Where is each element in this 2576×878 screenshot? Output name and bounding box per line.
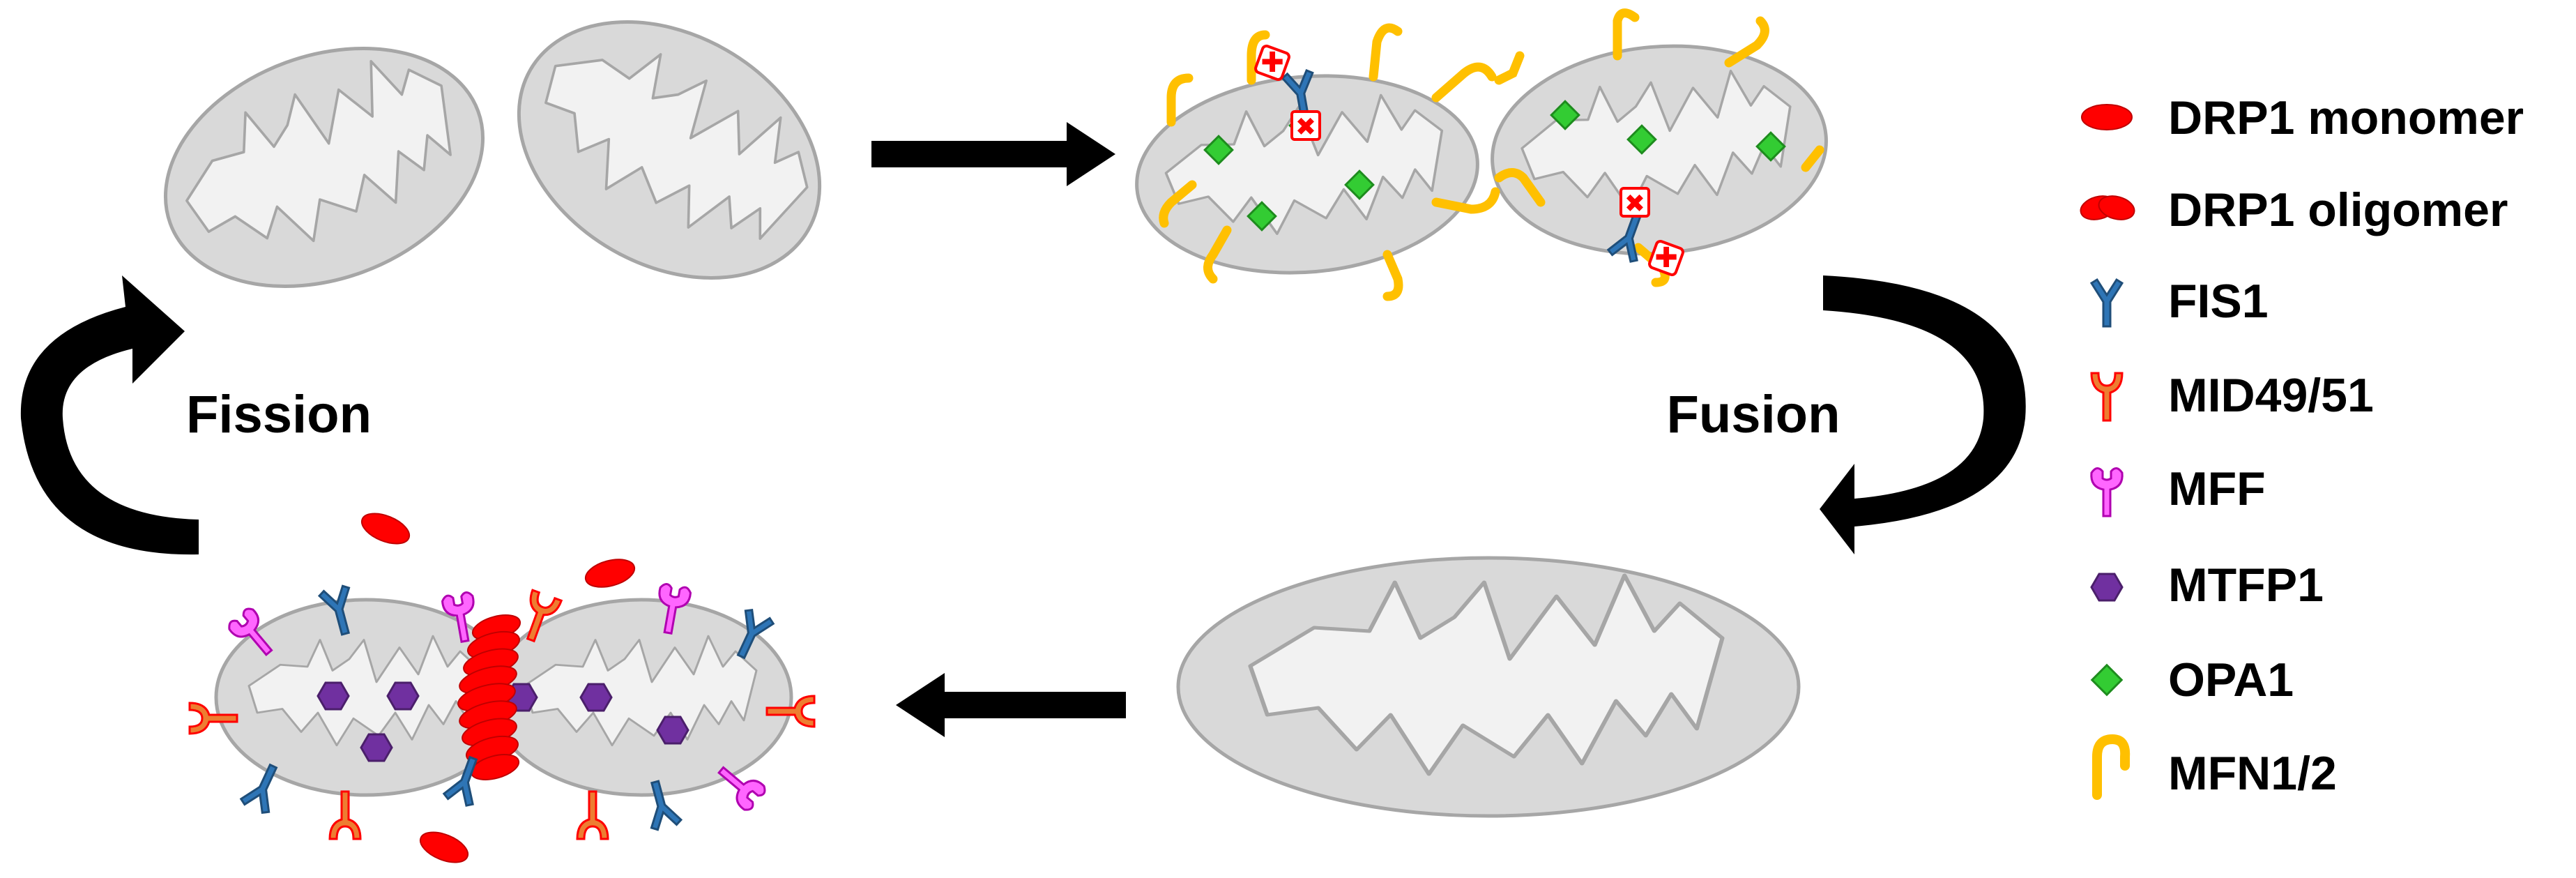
svg-text:✖: ✖ bbox=[1295, 113, 1316, 142]
mff-icon bbox=[2090, 467, 2124, 517]
legend-label-mff: MFF bbox=[2168, 462, 2266, 515]
legend-label-mfn1-2: MFN1/2 bbox=[2168, 747, 2337, 800]
fusion-label: Fusion bbox=[1666, 385, 1840, 444]
dividing-mitochondrion bbox=[188, 513, 816, 863]
blocked-drp1-markers: ✚ ✖ ✖ ✚ bbox=[1254, 45, 1684, 276]
mid49-51-icon bbox=[2090, 372, 2124, 422]
fis1-icon bbox=[2090, 278, 2124, 328]
mtfp1-icon bbox=[2090, 573, 2124, 602]
svg-text:✚: ✚ bbox=[1260, 47, 1284, 79]
fission-label: Fission bbox=[186, 385, 372, 444]
mitochondrion bbox=[513, 6, 832, 280]
fused-mitochondrion bbox=[1176, 556, 1801, 818]
legend-label-mid49-51: MID49/51 bbox=[2168, 369, 2374, 422]
separate-mitochondria bbox=[162, 6, 832, 288]
legend-label-opa1: OPA1 bbox=[2168, 653, 2294, 706]
drp1-oligomer-icon bbox=[2080, 195, 2135, 220]
drp1-oligomer-ring bbox=[457, 614, 521, 780]
fission-arrow bbox=[20, 275, 199, 555]
legend-label-drp1-monomer: DRP1 monomer bbox=[2168, 91, 2524, 144]
legend-label-fis1: FIS1 bbox=[2168, 275, 2269, 328]
fusion-arrow bbox=[1820, 275, 2026, 554]
mitochondrion bbox=[1135, 74, 1479, 275]
mfn1-2-icon bbox=[2092, 734, 2131, 800]
arrow-left bbox=[896, 673, 1126, 737]
legend-label-drp1-oligomer: DRP1 oligomer bbox=[2168, 183, 2508, 236]
legend-label-mtfp1: MTFP1 bbox=[2168, 559, 2324, 612]
tethering-mitochondria: ✚ ✖ ✖ ✚ bbox=[1135, 8, 1828, 301]
arrow-right bbox=[871, 122, 1115, 186]
mfn1-2-proteins bbox=[1159, 8, 1824, 301]
mitochondrion bbox=[162, 40, 485, 288]
drp1-monomer-icon bbox=[2081, 104, 2133, 130]
svg-text:✖: ✖ bbox=[1624, 190, 1645, 218]
svg-text:✚: ✚ bbox=[1654, 242, 1678, 274]
opa1-icon bbox=[2090, 663, 2124, 697]
drp1-monomers bbox=[360, 513, 636, 863]
legend: DRP1 monomer DRP1 oligomer FIS1 MID49/51… bbox=[2080, 91, 2524, 800]
